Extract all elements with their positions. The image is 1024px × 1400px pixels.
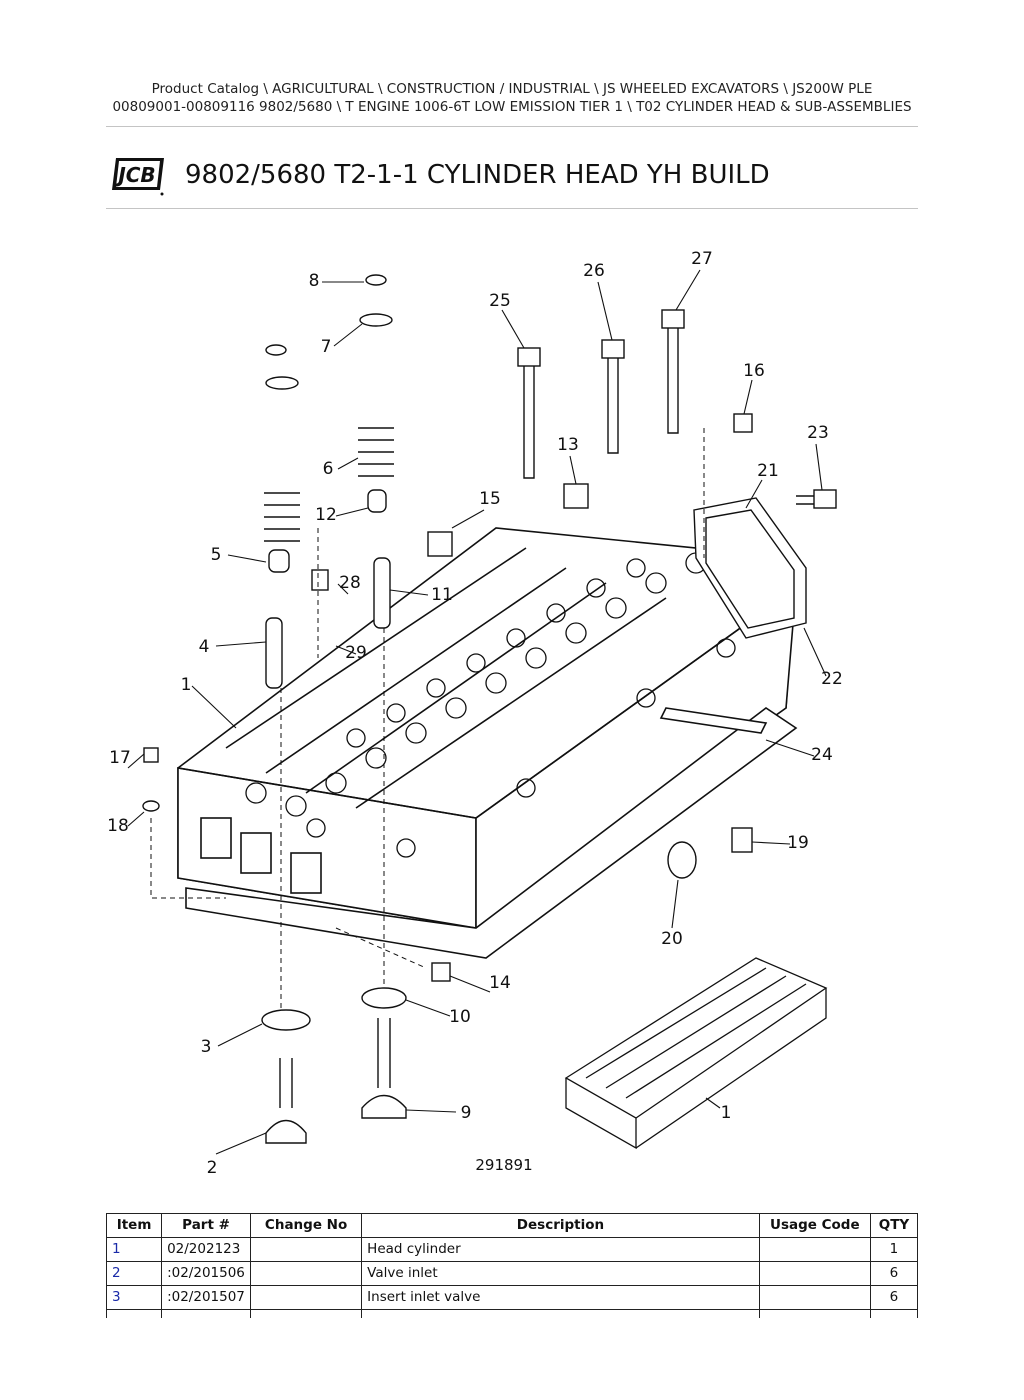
callout-2: 2: [207, 1158, 218, 1178]
callout-25: 25: [489, 291, 511, 311]
cell-item[interactable]: 3: [105, 1285, 163, 1310]
breadcrumb-line-1: Product Catalog \ AGRICULTURAL \ CONSTRU…: [151, 81, 873, 97]
callout-29: 29: [345, 643, 367, 663]
cell-part: 02/202123: [161, 1237, 252, 1262]
jcb-logo: JCB: [110, 152, 168, 196]
callout-19: 19: [787, 833, 809, 853]
logo-text: JCB: [114, 163, 155, 187]
exploded-parts-diagram: 1 1 2 3 4 5 6 7 8 9 10 11 12 13 14 15 16…: [106, 228, 918, 1198]
cell-description: Valve inlet: [361, 1261, 760, 1286]
end-plate-gasket: [693, 497, 807, 639]
col-header-part: Part #: [161, 1213, 252, 1238]
callout-15: 15: [479, 489, 501, 509]
callout-8: 8: [309, 271, 320, 291]
table-header-row: Item Part # Change No Description Usage …: [105, 1213, 919, 1238]
cell-part: :02/201506: [161, 1261, 252, 1286]
parts-table: Item Part # Change No Description Usage …: [105, 1213, 919, 1318]
bolts: [142, 309, 837, 982]
head-gasket: [185, 707, 798, 959]
drawing-number: 291891: [475, 1156, 532, 1174]
table-row: 1 02/202123 Head cylinder 1: [105, 1237, 919, 1262]
callout-22: 22: [821, 669, 843, 689]
cell-usage: [758, 1285, 871, 1310]
breadcrumb: Product Catalog \ AGRICULTURAL \ CONSTRU…: [0, 80, 1024, 116]
callout-20: 20: [661, 929, 683, 949]
callout-26: 26: [583, 261, 605, 281]
callout-24: 24: [811, 745, 833, 765]
cell-item[interactable]: 1: [105, 1237, 163, 1262]
cylinder-head-body: [177, 527, 797, 930]
callout-10: 10: [449, 1007, 471, 1027]
table-row-continued: [105, 1309, 919, 1318]
callout-17: 17: [109, 748, 131, 768]
callout-18: 18: [107, 816, 129, 836]
callout-16: 16: [743, 361, 765, 381]
cell-change: [250, 1261, 363, 1286]
col-header-qty: QTY: [869, 1213, 919, 1238]
callout-1-inset: 1: [721, 1103, 732, 1123]
leader-lines: [127, 269, 827, 1155]
breadcrumb-line-2: 00809001-00809116 9802/5680 \ T ENGINE 1…: [112, 99, 912, 115]
cell-description: Insert inlet valve: [361, 1285, 760, 1310]
cell-usage: [758, 1261, 871, 1286]
callout-9: 9: [461, 1103, 472, 1123]
callout-28: 28: [339, 573, 361, 593]
col-header-usage-code: Usage Code: [758, 1213, 871, 1238]
callout-4: 4: [199, 637, 210, 657]
callout-13: 13: [557, 435, 579, 455]
callout-27: 27: [691, 249, 713, 269]
callout-6: 6: [323, 459, 334, 479]
cell-qty: 6: [869, 1261, 919, 1286]
cell-description: Head cylinder: [361, 1237, 760, 1262]
cell-change: [250, 1285, 363, 1310]
callout-5: 5: [211, 545, 222, 565]
callout-7: 7: [321, 337, 332, 357]
dashed-guide-lines: [150, 428, 705, 1008]
header-divider-bottom: [106, 208, 918, 209]
callout-14: 14: [489, 973, 511, 993]
col-header-description: Description: [361, 1213, 760, 1238]
cell-part: :02/201507: [161, 1285, 252, 1310]
callout-23: 23: [807, 423, 829, 443]
table-row: 2 :02/201506 Valve inlet 6: [105, 1261, 919, 1286]
callout-12: 12: [315, 505, 337, 525]
callout-11: 11: [431, 585, 453, 605]
callout-3: 3: [201, 1037, 212, 1057]
cell-qty: 6: [869, 1285, 919, 1310]
valve-spring-stack: [264, 274, 394, 689]
callout-labels: 1 1 2 3 4 5 6 7 8 9 10 11 12 13 14 15 16…: [107, 249, 843, 1178]
inset-head-view: [564, 957, 828, 1150]
header-divider-top: [106, 126, 918, 127]
callout-21: 21: [757, 461, 779, 481]
col-header-change-no: Change No: [250, 1213, 363, 1238]
cell-change: [250, 1237, 363, 1262]
callout-1: 1: [181, 675, 192, 695]
table-row: 3 :02/201507 Insert inlet valve 6: [105, 1285, 919, 1310]
cell-qty: 1: [869, 1237, 919, 1262]
valves: [261, 987, 407, 1144]
cell-usage: [758, 1237, 871, 1262]
page-title: 9802/5680 T2-1-1 CYLINDER HEAD YH BUILD: [185, 160, 770, 190]
col-header-item: Item: [105, 1213, 163, 1238]
cell-item[interactable]: 2: [105, 1261, 163, 1286]
